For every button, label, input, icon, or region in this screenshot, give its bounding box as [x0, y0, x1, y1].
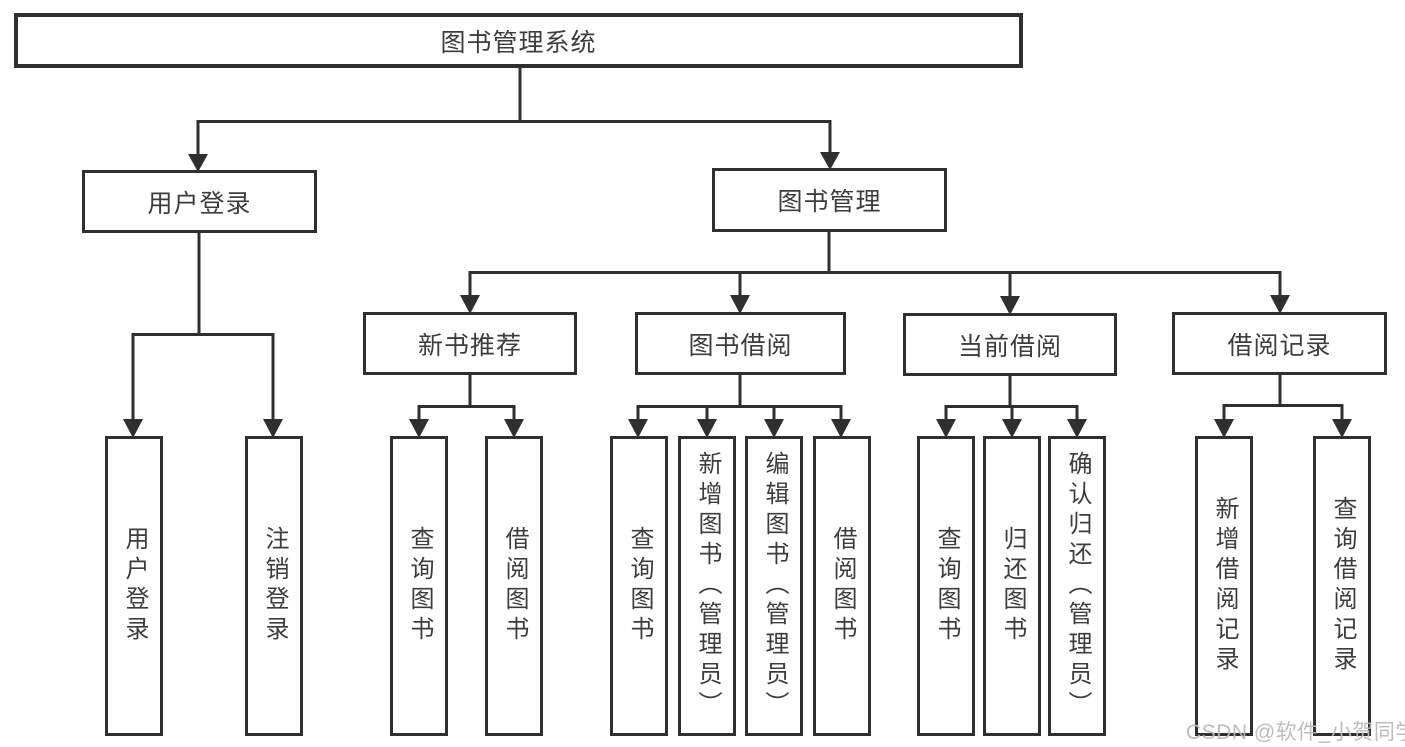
- node-user-login: 用户登录: [82, 170, 317, 233]
- arrowhead-down-icon: [1332, 419, 1352, 438]
- csdn-watermark: CSDN @软件_小贺同学: [1186, 721, 1405, 744]
- node-root-system: 图书管理系统: [14, 13, 1023, 68]
- leaf-query-books-3: 查询图书: [917, 436, 975, 736]
- leaf-query-borrow-record: 查询借阅记录: [1313, 436, 1371, 736]
- node-book-borrow: 图书借阅: [635, 312, 846, 375]
- arrowhead-down-icon: [1270, 295, 1290, 314]
- node-new-book-recommend: 新书推荐: [363, 312, 577, 375]
- arrowhead-down-icon: [820, 152, 840, 170]
- arrowhead-down-icon: [936, 419, 956, 438]
- leaf-user-login: 用户登录: [105, 436, 163, 736]
- arrowhead-down-icon: [1000, 296, 1020, 315]
- leaf-query-books-1: 查询图书: [390, 436, 448, 736]
- leaf-borrow-books-2: 借阅图书: [813, 436, 871, 736]
- arrowhead-down-icon: [730, 295, 750, 314]
- arrowhead-down-icon: [628, 419, 648, 438]
- leaf-add-books-admin: 新增图书（管理员）: [678, 436, 736, 736]
- arrowhead-down-icon: [188, 154, 208, 172]
- leaf-edit-books-admin: 编辑图书（管理员）: [745, 436, 803, 736]
- arrowhead-down-icon: [409, 419, 429, 438]
- node-borrow-records: 借阅记录: [1172, 312, 1387, 375]
- arrowhead-down-icon: [504, 419, 524, 438]
- arrowhead-down-icon: [1214, 419, 1234, 438]
- node-book-management: 图书管理: [712, 168, 947, 232]
- leaf-add-borrow-record: 新增借阅记录: [1195, 436, 1253, 736]
- arrowhead-down-icon: [697, 419, 717, 438]
- arrowhead-down-icon: [1002, 419, 1022, 438]
- leaf-borrow-books-1: 借阅图书: [485, 436, 543, 736]
- arrowhead-down-icon: [764, 419, 784, 438]
- leaf-return-books: 归还图书: [983, 436, 1041, 736]
- leaf-logout: 注销登录: [245, 436, 303, 736]
- leaf-confirm-return-admin: 确认归还（管理员）: [1048, 436, 1106, 736]
- arrowhead-down-icon: [263, 419, 283, 438]
- arrowhead-down-icon: [123, 419, 143, 438]
- arrowhead-down-icon: [1067, 419, 1087, 438]
- node-current-borrow: 当前借阅: [903, 313, 1117, 376]
- arrowhead-down-icon: [460, 295, 480, 314]
- arrowhead-down-icon: [831, 419, 851, 438]
- leaf-query-books-2: 查询图书: [610, 436, 668, 736]
